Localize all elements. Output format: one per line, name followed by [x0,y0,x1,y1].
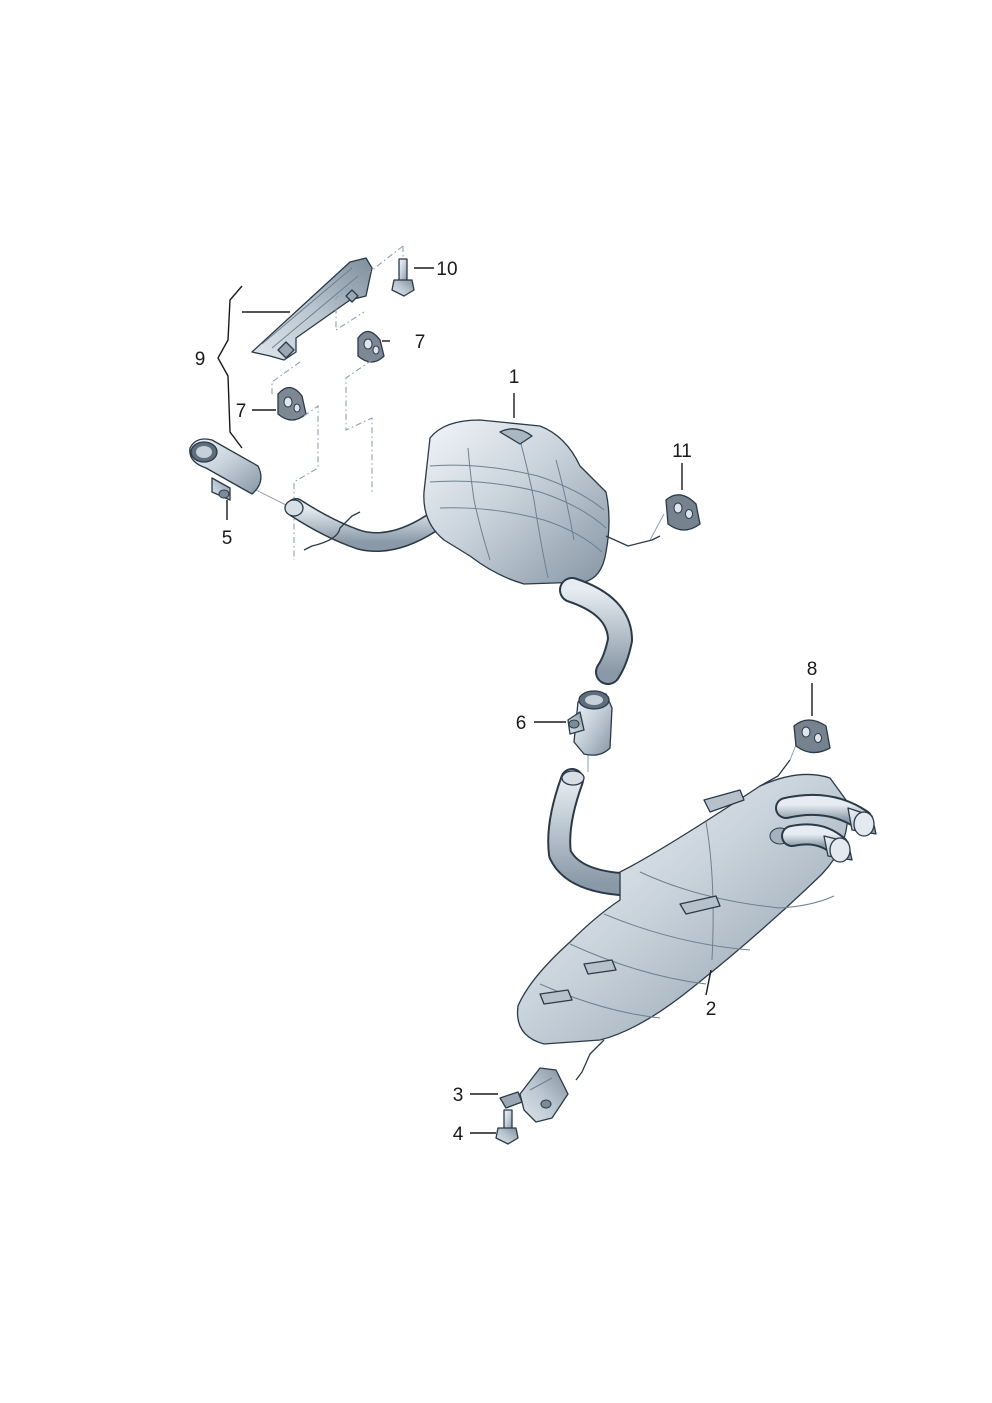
bolt-10 [391,258,415,297]
callout-3: 3 [453,1085,464,1106]
rubber-hanger-upper [357,330,385,363]
callout-6: 6 [516,713,527,734]
front-pipe [284,498,440,552]
callout-5: 5 [222,528,233,549]
callout-4: 4 [453,1124,464,1145]
callout-labels: 1 2 3 4 5 6 7 7 8 9 10 11 [195,259,818,1145]
callout-7-lower: 7 [236,401,247,422]
callout-1: 1 [509,367,520,388]
pipe-clamp-5 [189,438,262,501]
callout-2: 2 [706,999,717,1020]
crossmember-bracket [251,257,373,361]
bolt-4 [495,1109,519,1145]
callout-7-upper: 7 [415,332,426,353]
callout-9: 9 [195,349,206,370]
tailpipes [775,793,877,863]
rubber-hanger-8 [793,719,831,754]
pipe-clamp-6 [567,690,613,756]
leader-lines [217,267,813,1134]
front-muffler-1 [423,419,661,585]
callout-8: 8 [807,659,818,680]
callout-11: 11 [672,441,692,462]
rear-pipe [547,768,632,896]
rear-muffler-2 [516,759,849,1081]
callout-10: 10 [436,259,457,280]
rubber-hanger-lower [277,386,307,421]
rear-bracket-3 [499,1067,569,1123]
intermediate-pipe [559,577,633,685]
rubber-hanger-11 [665,494,701,531]
